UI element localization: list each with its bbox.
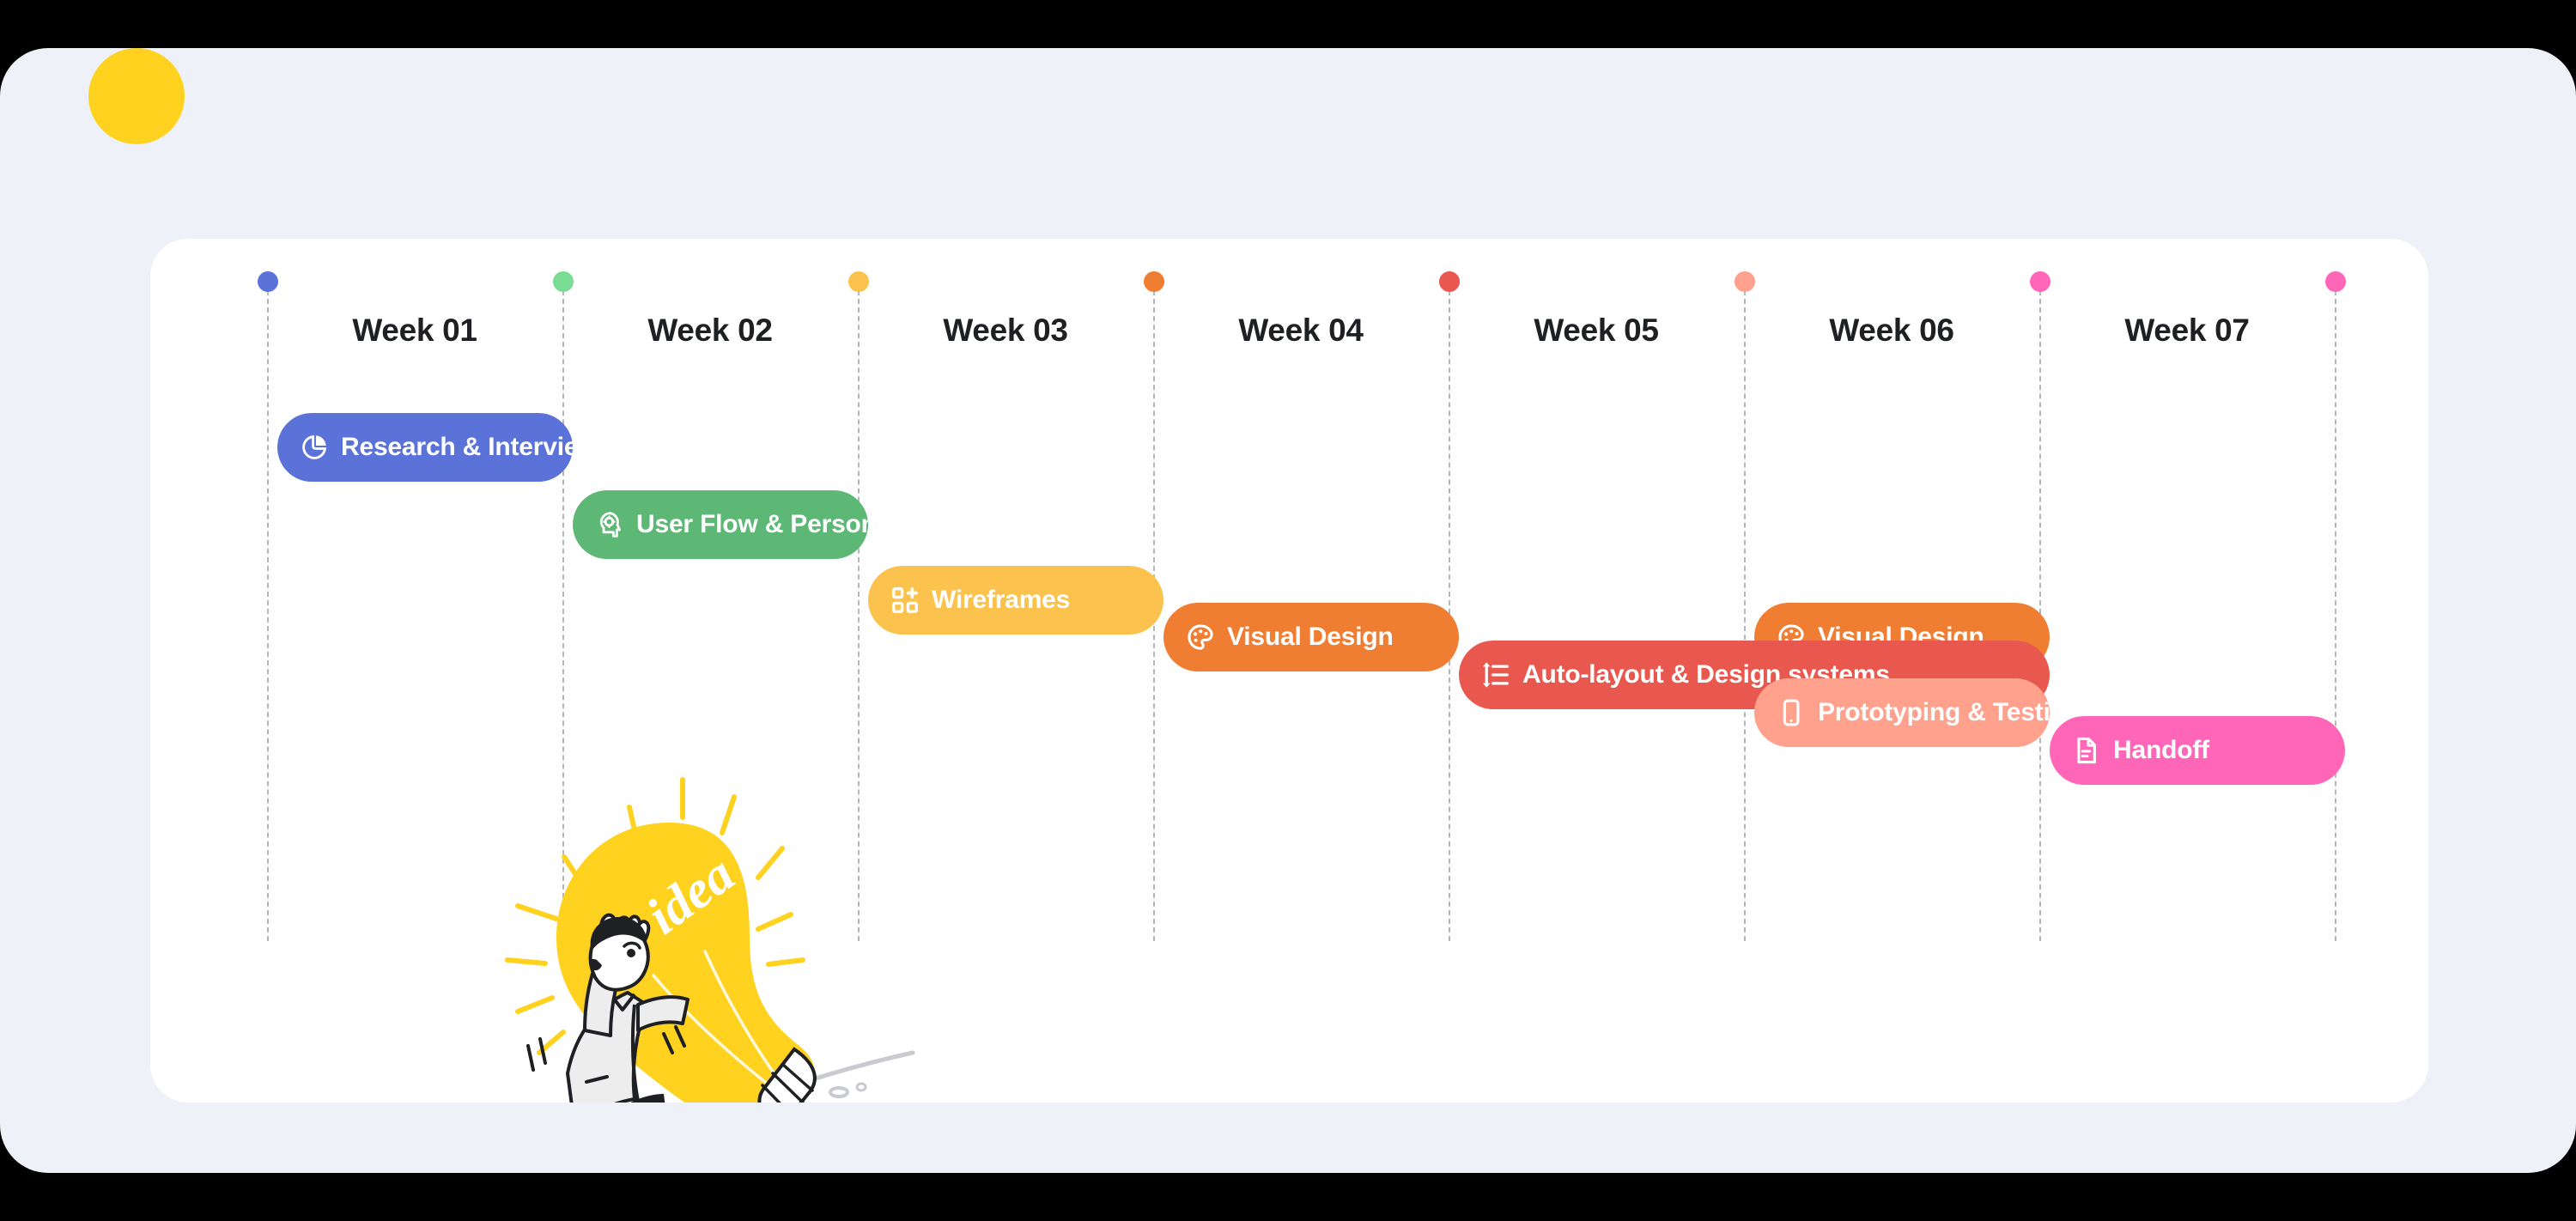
week-label-5: Week 05: [1534, 313, 1659, 348]
week-label-1: Week 01: [352, 313, 477, 348]
milestone-dot-week-1[interactable]: [258, 271, 278, 292]
gridline-8: [2335, 290, 2336, 941]
week-label-6: Week 06: [1829, 313, 1954, 348]
milestone-dot-week-6[interactable]: [1735, 271, 1755, 292]
milestone-dot-week-4[interactable]: [1144, 271, 1164, 292]
task-bar-3[interactable]: Wireframes: [868, 566, 1163, 635]
task-bar-2[interactable]: User Flow & Personas: [573, 490, 905, 559]
task-bar-7[interactable]: Prototyping & Testing: [1754, 678, 2081, 747]
task-bar-label: Visual Design: [1227, 623, 1394, 651]
document-icon: [2077, 737, 2096, 764]
milestone-dot-week-5[interactable]: [1439, 271, 1460, 292]
task-bar-label: Research & Interviews: [341, 433, 612, 461]
task-bar-label: Handoff: [2113, 736, 2209, 764]
task-bar-label: User Flow & Personas: [636, 510, 905, 538]
task-bar-1[interactable]: Research & Interviews: [277, 413, 612, 482]
task-bar-label: Prototyping & Testing: [1818, 698, 2081, 726]
task-bar-8[interactable]: Handoff: [2050, 716, 2345, 785]
milestone-dot-end[interactable]: [2325, 271, 2346, 292]
palette-icon: [1188, 624, 1213, 650]
persona-head-gear-icon: [599, 512, 622, 538]
decoration-yellow-circle: [88, 48, 185, 144]
week-label-3: Week 03: [943, 313, 1068, 348]
gridline-6: [1744, 290, 1746, 941]
page-stage: Week 01 Week 02 Week 03 Week 04 Week 05 Week …: [0, 48, 2576, 1173]
auto-layout-icon: [1482, 662, 1509, 688]
gridline-1: [267, 290, 269, 941]
idea-lightbulb-illustration: idea: [380, 747, 930, 1103]
milestone-dot-week-2[interactable]: [553, 271, 574, 292]
task-bar-4[interactable]: Visual Design: [1163, 603, 1459, 671]
week-label-2: Week 02: [647, 313, 773, 348]
week-label-7: Week 07: [2124, 313, 2250, 348]
task-bar-label: Wireframes: [932, 586, 1071, 614]
mobile-phone-icon: [1783, 699, 1800, 726]
week-label-4: Week 04: [1238, 313, 1364, 348]
wireframe-grid-plus-icon: [891, 586, 919, 614]
milestone-dot-week-3[interactable]: [848, 271, 869, 292]
gridline-3: [858, 290, 860, 941]
timeline-card: Week 01 Week 02 Week 03 Week 04 Week 05 Week …: [150, 239, 2428, 1103]
milestone-dot-week-7[interactable]: [2030, 271, 2050, 292]
decoration-salmon-triangle: [2379, 1171, 2507, 1173]
gridline-2: [562, 290, 564, 941]
pie-chart-icon: [302, 434, 327, 459]
